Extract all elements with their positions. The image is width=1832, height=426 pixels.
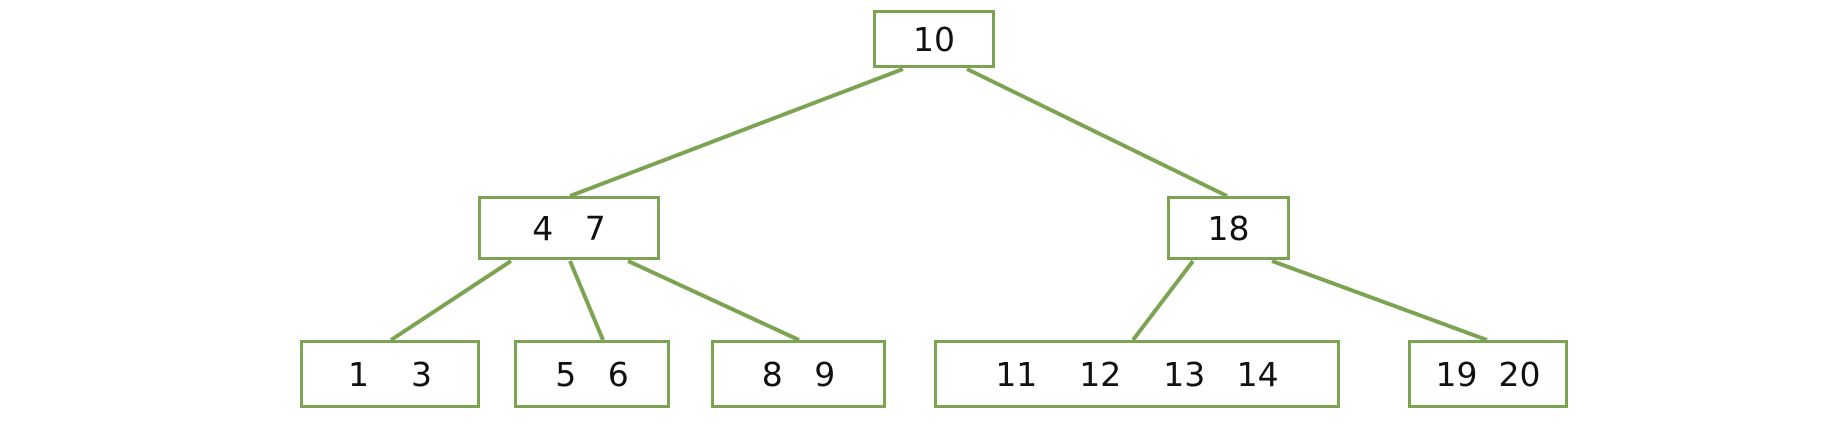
node-leaf-8-9[interactable]: 8 9: [711, 340, 886, 408]
edge-18-to-11-14: [1131, 259, 1195, 342]
node-leaf-5-6[interactable]: 5 6: [514, 340, 670, 408]
node-leaf-11-12-13-14[interactable]: 11 12 13 14: [934, 340, 1340, 408]
edge-root-to-18: [966, 67, 1228, 198]
node-leaf-1-3[interactable]: 1 3: [300, 340, 480, 408]
node-label: 5 6: [555, 354, 629, 394]
edge-4-7-to-8-9: [627, 259, 800, 342]
edge-18-to-19-20: [1271, 259, 1488, 342]
node-label: 4 7: [532, 208, 606, 248]
node-label: 18: [1207, 208, 1250, 248]
node-label: 19 20: [1435, 354, 1541, 394]
edge-4-7-to-1-3: [389, 259, 513, 342]
node-label: 10: [913, 19, 955, 59]
edge-root-to-4-7: [569, 67, 904, 198]
node-internal-4-7[interactable]: 4 7: [478, 196, 660, 260]
edge-4-7-to-5-6: [568, 260, 605, 341]
node-internal-18[interactable]: 18: [1167, 196, 1290, 260]
node-label: 11 12 13 14: [995, 354, 1279, 394]
node-leaf-19-20[interactable]: 19 20: [1408, 340, 1568, 408]
node-label: 8 9: [761, 354, 836, 394]
node-label: 1 3: [348, 354, 432, 394]
node-root-10[interactable]: 10: [873, 10, 995, 68]
